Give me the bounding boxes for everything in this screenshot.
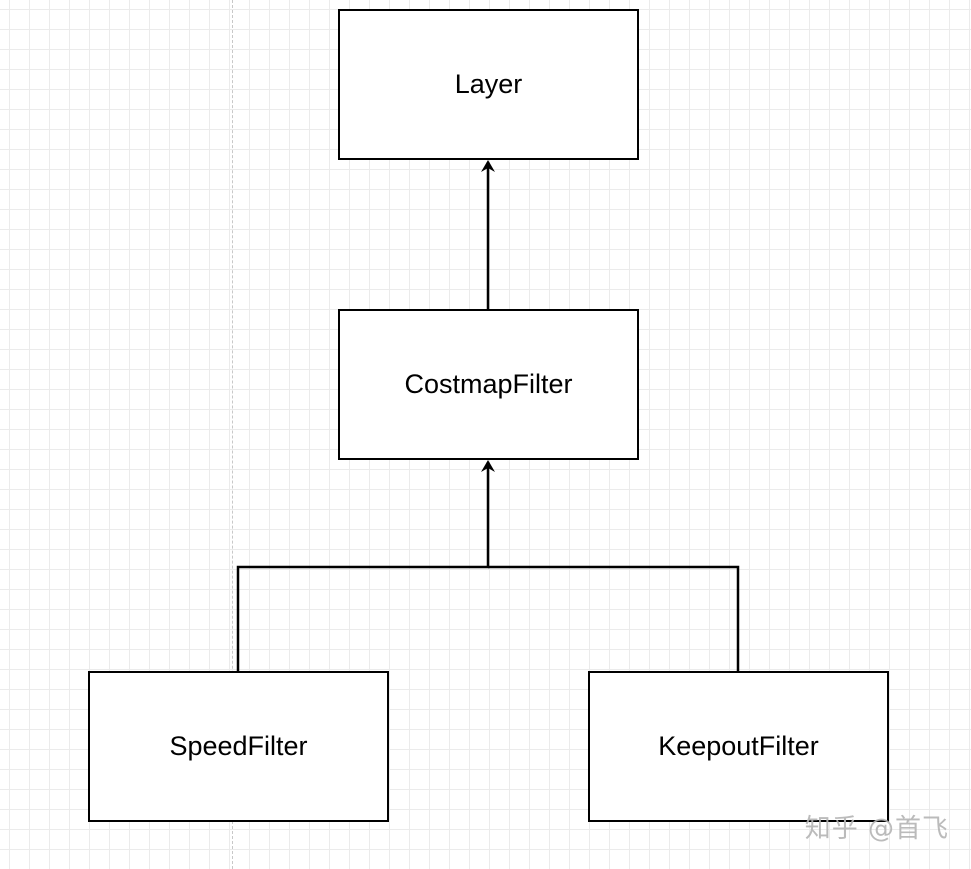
node-keepout-filter-label: KeepoutFilter — [658, 731, 819, 761]
page-guide-line — [232, 0, 233, 869]
node-layer[interactable]: Layer — [338, 9, 639, 160]
node-speed-filter[interactable]: SpeedFilter — [88, 671, 389, 822]
node-layer-label: Layer — [454, 69, 523, 99]
node-speed-filter-label: SpeedFilter — [169, 731, 308, 761]
zhihu-watermark: 知乎 @首飞 — [804, 814, 949, 844]
edge-keepout-to-costmap — [488, 565, 740, 671]
edge-speed-to-costmap — [236, 460, 495, 671]
node-costmap-filter[interactable]: CostmapFilter — [338, 309, 639, 460]
node-costmap-filter-label: CostmapFilter — [404, 369, 573, 399]
node-keepout-filter[interactable]: KeepoutFilter — [588, 671, 889, 822]
